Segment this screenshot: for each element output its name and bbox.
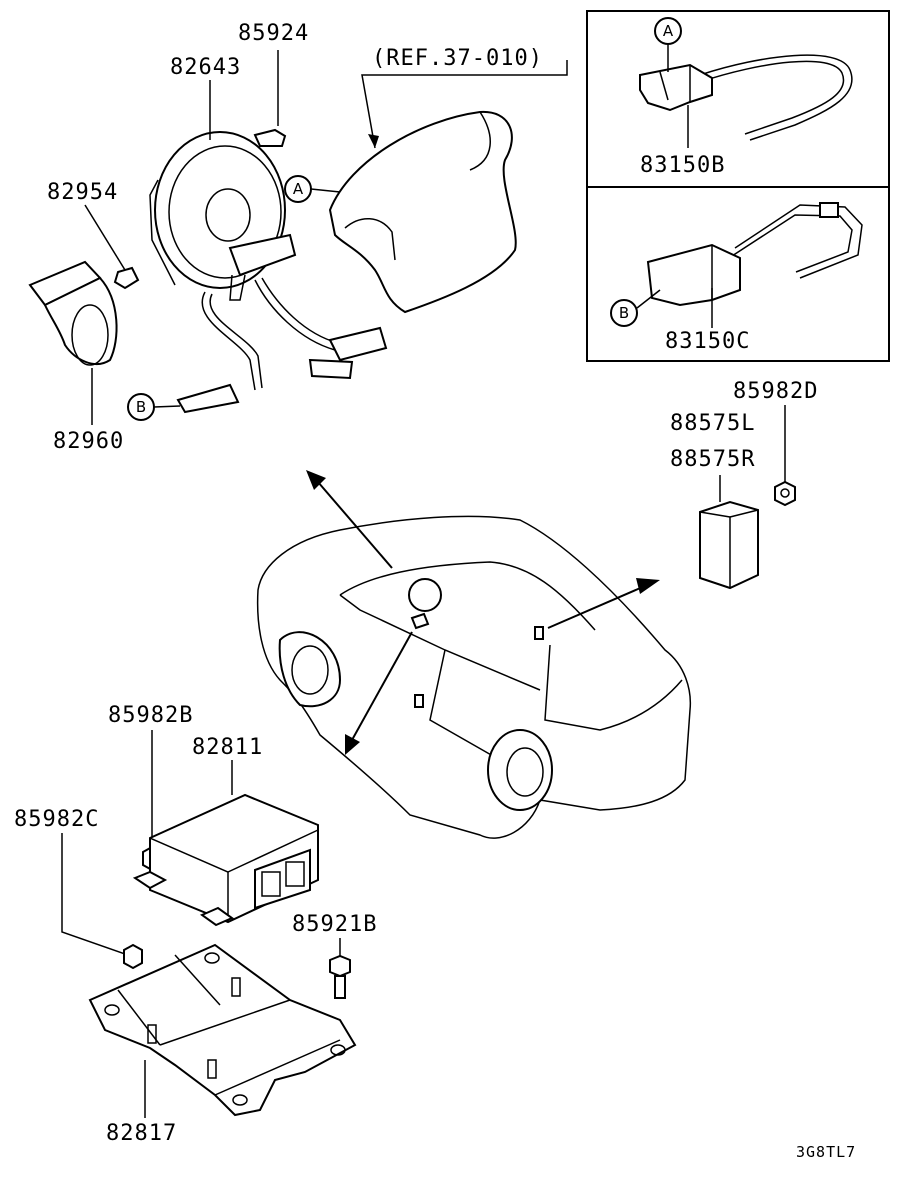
screw-85924-drawing bbox=[253, 50, 287, 147]
connector-83150b-drawing bbox=[639, 54, 853, 141]
part-label-82954: 82954 bbox=[47, 180, 118, 205]
bracket-82960-drawing bbox=[28, 260, 118, 366]
part-label-85982b: 85982B bbox=[108, 703, 193, 728]
part-label-85924: 85924 bbox=[238, 21, 309, 46]
leader-85982c bbox=[61, 833, 129, 956]
nut-85982d-drawing bbox=[774, 480, 796, 507]
screw-82954-drawing bbox=[84, 204, 140, 290]
callout-a-inset: A bbox=[654, 17, 682, 72]
clock-spring-drawing bbox=[149, 131, 388, 414]
srs-control-unit-drawing bbox=[132, 793, 319, 927]
connector-inset-box bbox=[586, 10, 890, 362]
reference-label: (REF.37-010) bbox=[372, 46, 543, 71]
callout-a-airbag: A bbox=[284, 175, 341, 203]
reference-leader bbox=[361, 60, 568, 149]
part-label-83150c: 83150C bbox=[665, 329, 750, 354]
part-label-83150b: 83150B bbox=[640, 153, 725, 178]
drawing-code: 3G8TL7 bbox=[796, 1143, 856, 1161]
part-label-82811: 82811 bbox=[192, 735, 263, 760]
part-label-88575r: 88575R bbox=[670, 447, 755, 472]
part-label-88575l: 88575L bbox=[670, 411, 755, 436]
callout-b-clockspring-letter: B bbox=[136, 398, 146, 416]
callout-b-clockspring: B bbox=[127, 393, 181, 421]
part-label-82960: 82960 bbox=[53, 429, 124, 454]
nut-85982c-drawing bbox=[123, 943, 143, 970]
part-label-85921b: 85921B bbox=[292, 912, 377, 937]
vehicle-arrows bbox=[306, 470, 660, 755]
part-label-85982c: 85982C bbox=[14, 807, 99, 832]
airbag-module-drawing bbox=[328, 110, 517, 314]
part-label-85982d: 85982D bbox=[733, 379, 818, 404]
part-label-82817: 82817 bbox=[106, 1121, 177, 1146]
part-label-82643: 82643 bbox=[170, 55, 241, 80]
connector-83150c-drawing bbox=[646, 202, 863, 307]
callout-b-inset: B bbox=[610, 289, 661, 327]
bolt-85921b-drawing bbox=[329, 954, 351, 999]
sensor-88575-drawing bbox=[699, 500, 759, 590]
bracket-82817-drawing bbox=[88, 943, 357, 1117]
vehicle-outline-drawing bbox=[256, 515, 692, 839]
callout-a-inset-letter: A bbox=[663, 22, 674, 40]
callout-a-airbag-letter: A bbox=[293, 180, 304, 198]
callout-b-inset-letter: B bbox=[619, 304, 629, 322]
